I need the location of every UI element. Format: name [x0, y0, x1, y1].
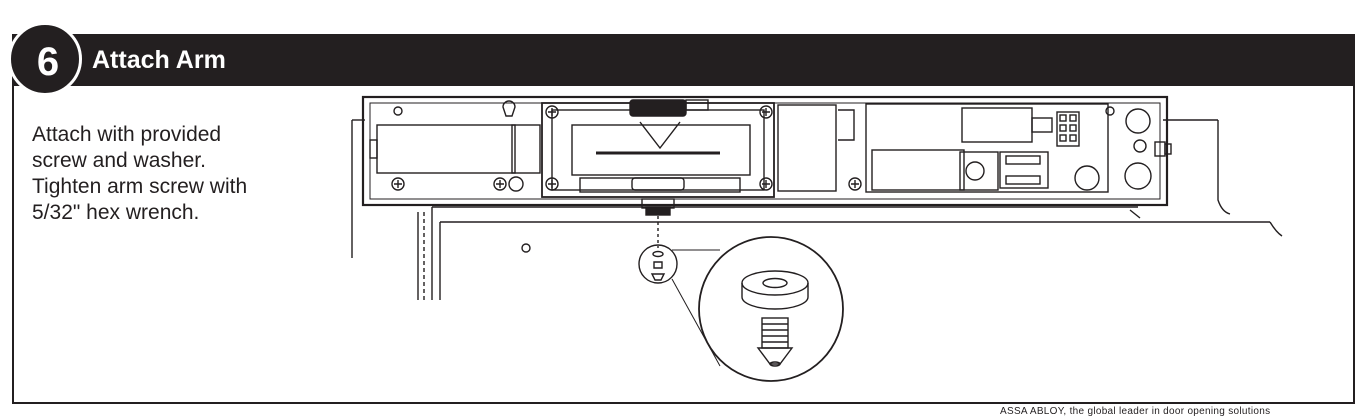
instruction-line: screw and washer. [32, 149, 206, 172]
instruction-text: Attach with provided screw and washer. T… [32, 122, 332, 226]
arm-spindle [641, 198, 675, 248]
step-content-frame [12, 86, 1355, 404]
operator-housing [361, 95, 1172, 207]
step-number-badge: 6 [8, 22, 82, 96]
screw-washer-magnified [698, 236, 844, 382]
instruction-line: Attach with provided [32, 123, 222, 146]
step-header-bar [12, 34, 1355, 86]
door-frame [351, 119, 1283, 300]
instruction-line: Tighten arm screw with [32, 175, 248, 198]
screw-washer-callout [638, 244, 721, 367]
step-number: 6 [36, 40, 60, 84]
instruction-line: 5/32" hex wrench. [32, 201, 200, 224]
footer-note: ASSA ABLOY, the global leader in door op… [1000, 406, 1271, 417]
step-title: Attach Arm [92, 46, 226, 74]
